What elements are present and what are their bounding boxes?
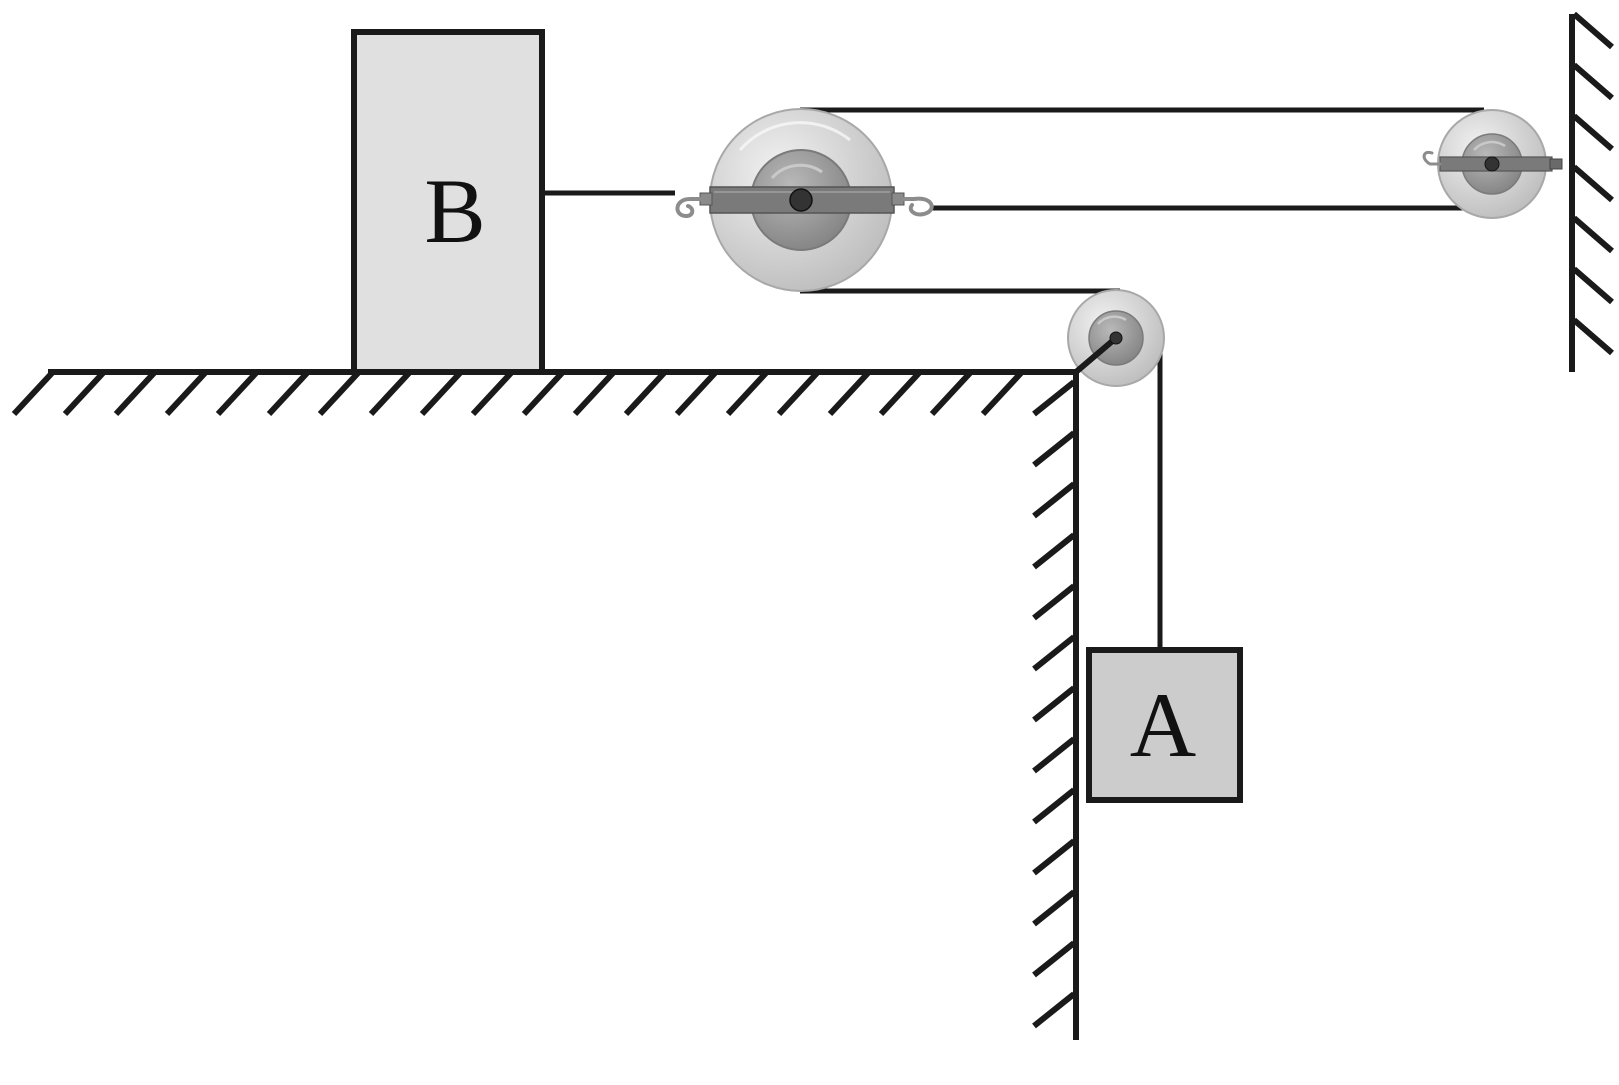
hatch-mark <box>980 370 1024 417</box>
hatch-mark <box>674 370 718 417</box>
hatch-mark <box>164 370 208 417</box>
corner-pulley <box>1067 289 1165 387</box>
hatch-mark <box>1032 736 1076 774</box>
table-surface <box>11 369 1076 417</box>
hatch-mark <box>266 370 310 417</box>
wall-pulley <box>1422 109 1563 219</box>
right-wall <box>1569 11 1614 372</box>
hatch-mark <box>1572 11 1614 50</box>
hatch-mark <box>419 370 463 417</box>
block-b-label: B <box>424 160 485 262</box>
hatch-mark <box>1032 532 1076 570</box>
hatch-mark <box>1032 583 1076 621</box>
corner-pulley-bracket <box>1074 335 1118 375</box>
block-b: B <box>351 29 545 375</box>
hatch-mark <box>1032 481 1076 519</box>
ropes <box>544 107 1484 650</box>
block-a: A <box>1086 647 1243 803</box>
hatch-mark <box>11 370 55 417</box>
hatch-mark <box>1032 940 1076 978</box>
hatch-mark <box>1572 266 1614 305</box>
hatch-mark <box>470 370 514 417</box>
hatch-mark <box>1032 379 1076 417</box>
hatch-mark <box>368 370 412 417</box>
right-hook <box>902 196 934 217</box>
hatch-mark <box>827 370 871 417</box>
right-wall-hatching <box>1572 11 1614 356</box>
hatch-mark <box>725 370 769 417</box>
left-hook <box>675 197 702 219</box>
hatch-mark <box>1032 991 1076 1029</box>
hatch-mark <box>776 370 820 417</box>
hatch-mark <box>572 370 616 417</box>
table-hatching <box>11 370 1024 417</box>
hatch-mark <box>1032 889 1076 927</box>
hatch-mark <box>929 370 973 417</box>
hatch-mark <box>1032 634 1076 672</box>
hatch-mark <box>1572 215 1614 254</box>
movable-pulley <box>675 108 934 292</box>
hatch-mark <box>1032 685 1076 723</box>
hatch-mark <box>113 370 157 417</box>
hatch-mark <box>1032 787 1076 825</box>
hatch-mark <box>1572 113 1614 152</box>
table-edge-wall <box>1032 372 1079 1040</box>
wall-hatching <box>1032 379 1076 1029</box>
hatch-mark <box>215 370 259 417</box>
hatch-mark <box>1032 838 1076 876</box>
hatch-mark <box>1572 62 1614 101</box>
hatch-mark <box>62 370 106 417</box>
hatch-mark <box>1032 430 1076 468</box>
wall-pulley-hook <box>1422 150 1442 166</box>
hatch-mark <box>1572 164 1614 203</box>
hatch-mark <box>878 370 922 417</box>
hatch-mark <box>521 370 565 417</box>
hatch-mark <box>317 370 361 417</box>
block-a-label: A <box>1130 674 1196 776</box>
hatch-mark <box>1572 317 1614 356</box>
hatch-mark <box>623 370 667 417</box>
